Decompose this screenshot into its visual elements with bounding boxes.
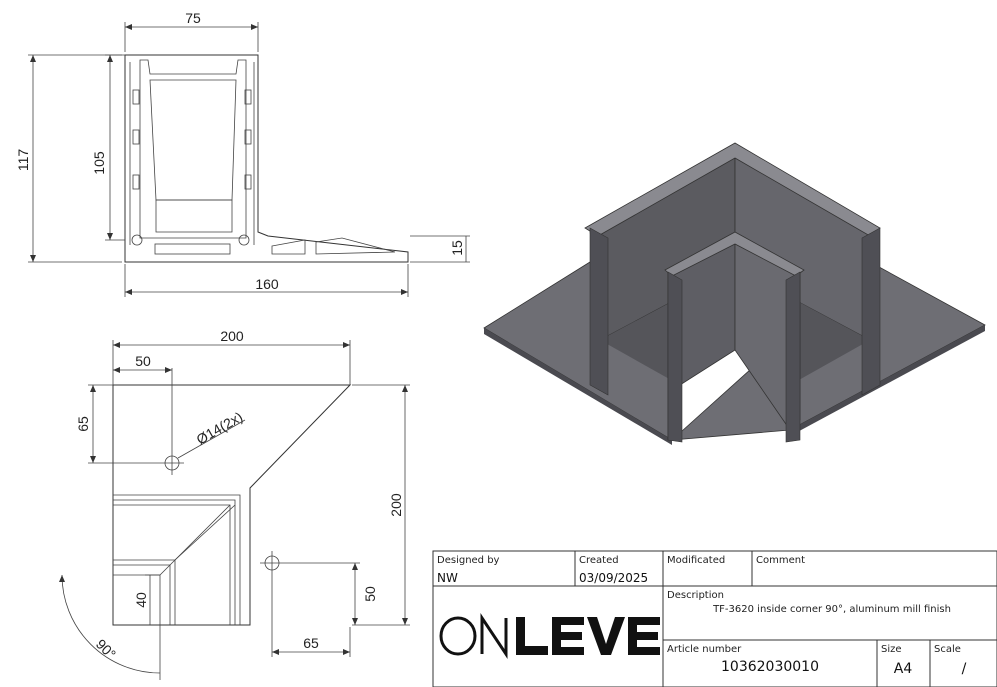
onlevel-logo	[439, 613, 660, 659]
hole-note: Ø14(2x)	[194, 408, 246, 447]
scale-value: /	[962, 661, 967, 677]
designed-by-value: NW	[437, 571, 458, 585]
dim-plan-width: 200	[220, 328, 244, 344]
dim-plan-height: 200	[388, 493, 404, 517]
dim-hole-offset-y-bottom: 50	[362, 586, 378, 602]
dim-hole-offset-x-bottom: 65	[303, 635, 319, 651]
article-number-label: Article number	[667, 644, 742, 655]
plan-view: 200 50 65 Ø14(2x) 200 50	[59, 328, 410, 680]
dim-base-length: 160	[255, 276, 279, 292]
dim-profile-height-total: 117	[15, 149, 31, 172]
size-label: Size	[881, 644, 902, 655]
designed-by-label: Designed by	[437, 555, 500, 566]
dim-hole-offset-x-top: 50	[135, 353, 151, 369]
dim-base-height: 15	[449, 240, 465, 256]
description-value: TF-3620 inside corner 90°, aluminum mill…	[712, 604, 951, 615]
isometric-view	[483, 142, 986, 445]
title-block: Designed by NW Created 03/09/2025 Modifi…	[432, 550, 997, 687]
comment-label: Comment	[756, 555, 805, 566]
dim-leg-40: 40	[133, 592, 149, 608]
dim-profile-height-inner: 105	[91, 151, 107, 175]
size-value: A4	[894, 661, 913, 677]
profile-section-view: 75 117 105 15 160	[15, 10, 470, 297]
dim-angle: 90°	[93, 636, 119, 662]
article-number-value: 10362030010	[721, 659, 819, 675]
dim-hole-offset-y-top: 65	[75, 416, 91, 432]
description-label: Description	[667, 590, 724, 601]
created-label: Created	[579, 555, 619, 566]
dim-profile-width: 75	[185, 10, 201, 26]
scale-label: Scale	[934, 644, 961, 655]
modificated-label: Modificated	[667, 555, 725, 566]
created-value: 03/09/2025	[579, 571, 648, 585]
